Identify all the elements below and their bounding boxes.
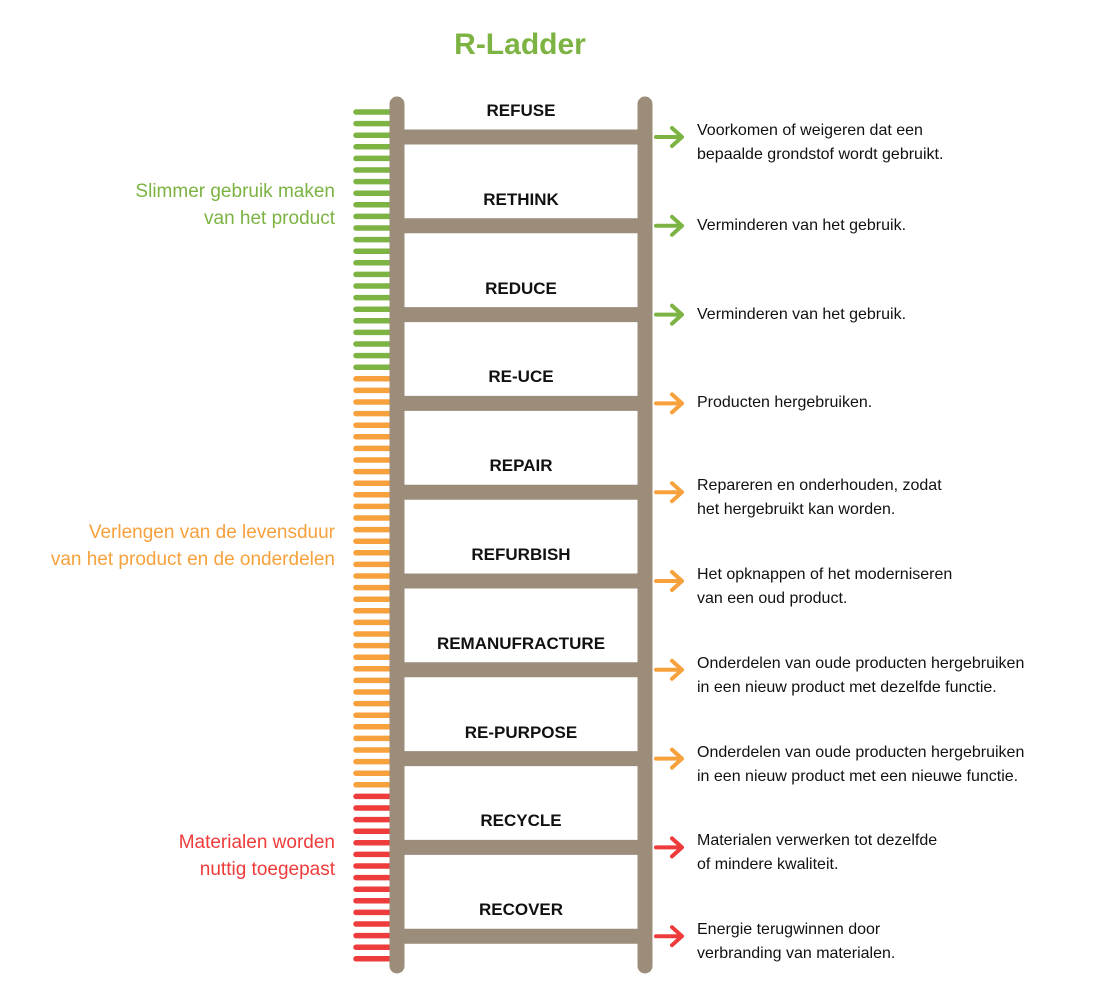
rung-description: Onderdelen van oude producten hergebruik… [697, 741, 1024, 789]
group-label-line: van het product [204, 208, 335, 229]
rung-label: REFUSE [486, 101, 556, 120]
rung-label: RE-UCE [488, 367, 554, 387]
arrow-icon [670, 214, 684, 237]
arrow-icon [670, 392, 684, 415]
rung-label: RECOVER [478, 900, 564, 920]
arrow-icon [670, 570, 684, 592]
rung-label: REMANUFRACTURE [436, 633, 606, 653]
arrow-icon [670, 126, 684, 148]
arrow-icon [670, 747, 684, 770]
description-line: van een oud product. [697, 590, 848, 607]
group-label-line: nuttig toegepast [199, 859, 335, 880]
description-line: bepaalde grondstof wordt gebruikt. [697, 146, 944, 163]
description-line: Materialen verwerken tot dezelfde [697, 832, 938, 850]
description-line: of mindere kwaliteit. [697, 856, 839, 874]
group-label-line: van het product en de onderdelen [50, 549, 335, 570]
rung-description: Het opknappen of het moderniseren van een… [697, 563, 952, 611]
arrow-icon [670, 303, 684, 326]
rung-description: Repareren en onderhouden, zodat het herge… [697, 474, 942, 522]
description-line: Voorkomen of weigeren dat een [697, 122, 923, 139]
rung-label: RE-PURPOSE [464, 722, 578, 742]
rung-description: Verminderen van het gebruik. [697, 214, 906, 238]
rung-description: Verminderen van het gebruik. [697, 303, 906, 327]
rung-description: Materialen verwerken tot dezelfde of mind… [697, 829, 937, 877]
group-label-line: Slimmer gebruik maken [135, 181, 335, 202]
group-label: Slimmer gebruik maken van het product [135, 178, 335, 232]
arrow-icon [670, 836, 684, 859]
description-line: Onderdelen van oude producten hergebruik… [697, 743, 1025, 761]
group-label-line: Verlengen van de levensduur [88, 522, 335, 543]
description-line: Het opknappen of het moderniseren [697, 566, 953, 583]
rung-label: REDUCE [485, 278, 557, 298]
rung-description: Producten hergebruiken. [697, 391, 872, 415]
description-line: Repareren en onderhouden, zodat [697, 477, 942, 495]
description-line: Verminderen van het gebruik. [697, 305, 907, 323]
description-line: Producten hergebruiken. [697, 394, 873, 412]
arrow-icon [670, 481, 684, 504]
rung-label: REFURBISH [471, 545, 571, 564]
description-line: Verminderen van het gebruik. [697, 216, 907, 234]
description-line: in een nieuw product met dezelfde functi… [697, 678, 997, 696]
rung-label: RETHINK [483, 189, 559, 209]
rung-description: Onderdelen van oude producten hergebruik… [697, 652, 1024, 700]
rung-label: RECYCLE [480, 811, 562, 831]
rung-description: Energie terugwinnen door verbranding van … [697, 918, 895, 966]
description-line: Energie terugwinnen door [697, 921, 881, 939]
description-line: Onderdelen van oude producten hergebruik… [697, 654, 1025, 672]
description-line: in een nieuw product met een nieuwe func… [697, 767, 1019, 785]
description-line: verbranding van materialen. [697, 945, 896, 963]
group-label: Materialen worden nuttig toegepast [179, 829, 335, 883]
page-title: R-Ladder [454, 28, 586, 61]
arrow-icon [670, 658, 684, 681]
rung-description: Voorkomen of weigeren dat een bepaalde gr… [697, 119, 943, 167]
rung-label: REPAIR [489, 456, 553, 476]
group-label-line: Materialen worden [178, 832, 335, 853]
arrow-icon [670, 925, 684, 948]
description-line: het hergebruikt kan worden. [697, 501, 896, 519]
group-label: Verlengen van de levensduur van het produ… [51, 519, 335, 573]
